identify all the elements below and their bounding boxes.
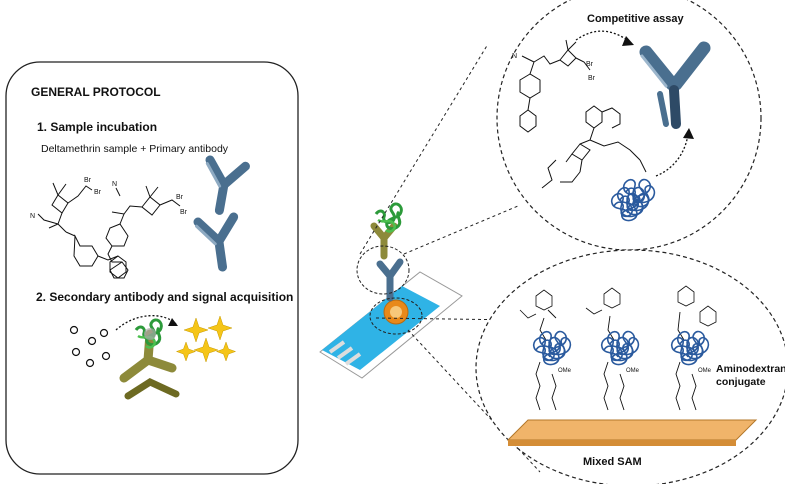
hapten-conjugate (541, 105, 647, 189)
n-label-1: N (30, 213, 35, 220)
n-label-2: N (112, 181, 117, 188)
protocol-title: GENERAL PROTOCOL (31, 85, 161, 99)
step1-description: Deltamethrin sample + Primary antibody (41, 143, 229, 155)
sam-substrate (506, 419, 758, 441)
aminodextran-label-line1: Aminodextran (716, 363, 785, 375)
step1-label: 1. Sample incubation (37, 120, 157, 134)
br-label-3: Br (176, 194, 184, 201)
sam-chains (535, 309, 697, 411)
substrate-circles (69, 325, 111, 368)
ome-label-1: OMe (558, 368, 572, 374)
mixed-sam-circle: OMe OMe OMe Aminodextran conjugate Mixed… (475, 249, 785, 484)
ome-label-2: OMe (626, 368, 640, 374)
br-label-6: Br (588, 75, 596, 82)
step2-label: 2. Secondary antibody and signal acquisi… (36, 290, 293, 304)
br-label-5: Br (586, 61, 594, 68)
br-label-2: Br (94, 189, 102, 196)
binding-arrow-bottom (655, 133, 689, 177)
reaction-arrow-head (168, 318, 178, 326)
capture-antibody-large (639, 41, 711, 129)
deltamethrin-structure-2: N Br Br (105, 181, 188, 279)
br-label-4: Br (180, 209, 188, 216)
competitive-assay-title: Competitive assay (587, 13, 684, 25)
zoom-ellipse-bottom (369, 297, 423, 335)
competitive-assay-circle: Competitive assay N Br Br (496, 0, 762, 251)
immunocomplex-on-strip (370, 202, 404, 302)
mixed-sam-label: Mixed SAM (583, 456, 642, 468)
signal-stars (175, 315, 237, 363)
zoom-ellipse-top (356, 245, 410, 295)
protocol-panel: GENERAL PROTOCOL 1. Sample incubation De… (5, 61, 299, 475)
sam-haptens (519, 285, 717, 327)
enzyme-label-green (134, 318, 163, 349)
binding-arrow-bottom-head (683, 128, 694, 139)
br-label-1: Br (84, 177, 92, 184)
aminodextran-label-line2: conjugate (716, 376, 766, 388)
n-label-3: N (512, 53, 517, 60)
ome-label-3: OMe (698, 368, 712, 374)
free-deltamethrin: N Br Br (512, 39, 596, 133)
binding-arrow-top-head (622, 36, 634, 46)
